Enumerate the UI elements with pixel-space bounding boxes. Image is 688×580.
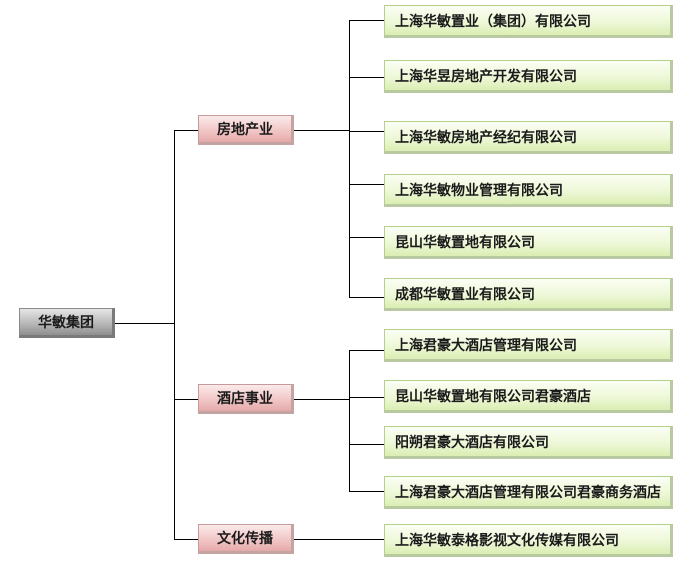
company-label: 上海华敏房地产经纪有限公司 (395, 129, 577, 146)
root-node: 华敏集团 (19, 308, 115, 338)
company-node: 上海华昱房地产开发有限公司 (384, 60, 673, 93)
company-node: 昆山华敏置地有限公司 (384, 226, 673, 259)
category-hotel: 酒店事业 (198, 384, 294, 414)
root-label: 华敏集团 (38, 315, 94, 331)
company-label: 上海华敏泰格影视文化传媒有限公司 (395, 532, 619, 549)
category-label: 酒店事业 (217, 391, 273, 407)
category-real-estate: 房地产业 (198, 115, 294, 145)
company-label: 阳朔君豪大酒店有限公司 (395, 434, 549, 451)
company-label: 成都华敏置业有限公司 (395, 286, 535, 303)
company-node: 上海华敏泰格影视文化传媒有限公司 (384, 524, 673, 557)
company-node: 昆山华敏置地有限公司君豪酒店 (384, 380, 673, 413)
company-label: 上海君豪大酒店管理有限公司 (395, 337, 577, 354)
company-node: 上海华敏物业管理有限公司 (384, 174, 673, 207)
company-label: 上海华敏物业管理有限公司 (395, 182, 563, 199)
company-label: 昆山华敏置地有限公司君豪酒店 (395, 388, 591, 405)
category-label: 房地产业 (217, 122, 273, 138)
company-node: 上海华敏置业（集团）有限公司 (384, 5, 673, 38)
company-label: 上海华昱房地产开发有限公司 (395, 68, 577, 85)
company-label: 昆山华敏置地有限公司 (395, 234, 535, 251)
company-node: 成都华敏置业有限公司 (384, 278, 673, 311)
company-label: 上海君豪大酒店管理有限公司君豪商务酒店 (395, 484, 661, 501)
category-label: 文化传播 (217, 531, 273, 547)
company-node: 上海君豪大酒店管理有限公司 (384, 329, 673, 362)
category-culture-media: 文化传播 (198, 524, 294, 554)
company-label: 上海华敏置业（集团）有限公司 (395, 13, 591, 30)
company-node: 阳朔君豪大酒店有限公司 (384, 426, 673, 459)
company-node: 上海华敏房地产经纪有限公司 (384, 121, 673, 154)
company-node: 上海君豪大酒店管理有限公司君豪商务酒店 (384, 476, 673, 509)
